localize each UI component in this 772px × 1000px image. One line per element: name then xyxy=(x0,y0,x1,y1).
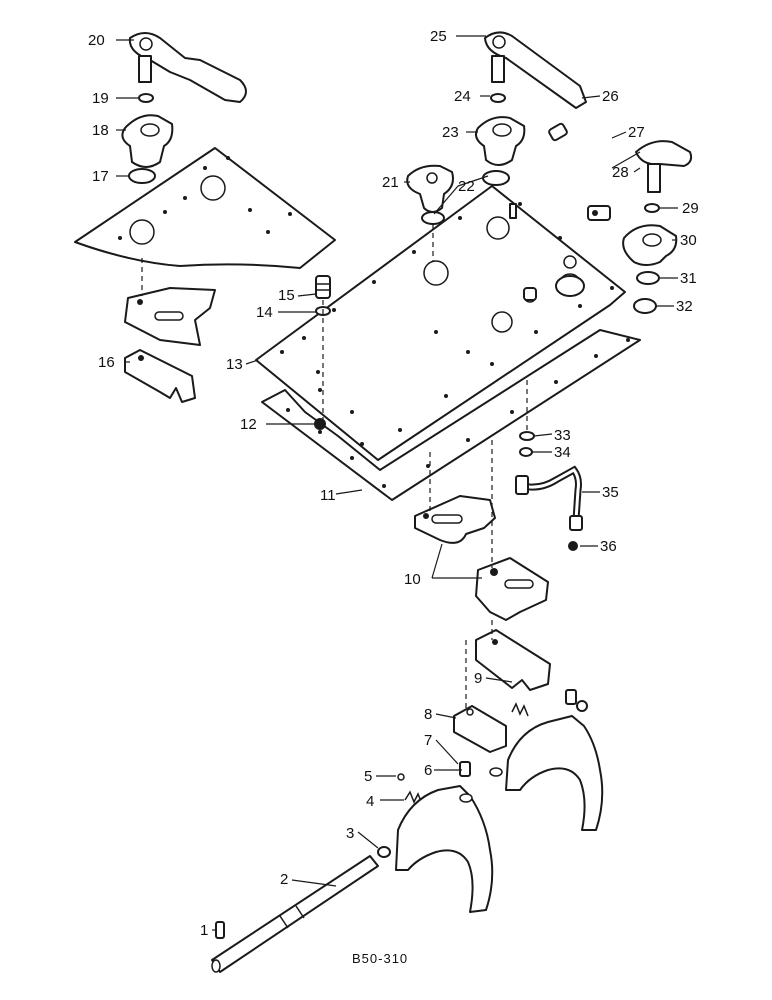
callout-26: 26 xyxy=(602,88,619,105)
callout-16: 16 xyxy=(98,354,115,371)
callout-28: 28 xyxy=(612,164,629,181)
gasket-11 xyxy=(261,329,641,501)
callout-29: 29 xyxy=(682,200,699,217)
washer-33 xyxy=(519,431,535,441)
callout-6: 6 xyxy=(424,762,432,779)
callout-14: 14 xyxy=(256,304,273,321)
shift-fork-left xyxy=(395,785,494,913)
partial-cover-plate xyxy=(74,147,336,269)
shift-fork-right xyxy=(489,700,604,831)
lever-25 xyxy=(484,31,587,109)
callout-20: 20 xyxy=(88,32,105,49)
callout-1: 1 xyxy=(200,922,208,939)
dowel-pin xyxy=(509,203,517,219)
callout-19: 19 xyxy=(92,90,109,107)
callout-30: 30 xyxy=(680,232,697,249)
leader-lines xyxy=(116,35,678,931)
callout-12: 12 xyxy=(240,416,257,433)
callout-34: 34 xyxy=(554,444,571,461)
washer-29 xyxy=(644,203,660,213)
washer-34 xyxy=(519,447,533,457)
roll-pin-1 xyxy=(215,921,225,939)
washer-19 xyxy=(138,93,154,103)
pin-6 xyxy=(459,761,471,777)
pipe-35 xyxy=(515,465,583,531)
o-ring-22-right xyxy=(482,170,510,186)
callout-11: 11 xyxy=(320,487,336,504)
plug-12 xyxy=(314,418,326,430)
ball-5 xyxy=(397,773,405,781)
housing-23 xyxy=(475,116,526,166)
callout-24: 24 xyxy=(454,88,471,105)
callout-13: 13 xyxy=(226,356,243,373)
callout-2: 2 xyxy=(280,871,288,888)
callout-31: 31 xyxy=(680,270,697,287)
callout-32: 32 xyxy=(676,298,693,315)
callout-labels: 1 2 3 4 5 6 7 8 9 10 11 12 13 14 15 16 1… xyxy=(88,28,699,966)
lever-20 xyxy=(128,32,247,103)
callout-9: 9 xyxy=(474,670,482,687)
callout-10: 10 xyxy=(404,571,421,588)
callout-22: 22 xyxy=(458,178,475,195)
seal-ring xyxy=(555,275,585,297)
bracket-16-upper xyxy=(124,287,216,346)
bracket-10-lower xyxy=(475,557,549,621)
callout-5: 5 xyxy=(364,768,372,785)
o-ring-22-left xyxy=(421,211,445,225)
callout-7: 7 xyxy=(424,732,432,749)
callout-17: 17 xyxy=(92,168,109,185)
callout-35: 35 xyxy=(602,484,619,501)
callout-36: 36 xyxy=(600,538,617,555)
plug-small xyxy=(523,287,537,301)
callout-18: 18 xyxy=(92,122,109,139)
o-ring-31 xyxy=(636,271,660,285)
bracket-10-upper xyxy=(414,495,496,544)
bracket-16-lower xyxy=(124,349,196,403)
washer-3 xyxy=(377,846,391,858)
callout-27: 27 xyxy=(628,124,645,141)
housing-18 xyxy=(121,114,174,168)
tube-clip xyxy=(587,205,611,221)
callout-15: 15 xyxy=(278,287,295,304)
callout-21: 21 xyxy=(382,174,399,191)
housing-21 xyxy=(406,164,454,213)
spring-upper xyxy=(511,702,529,717)
housing-30 xyxy=(622,224,678,266)
callout-33: 33 xyxy=(554,427,571,444)
nut-36 xyxy=(568,541,578,551)
shift-shaft-2 xyxy=(211,855,379,973)
fitting-26 xyxy=(548,122,568,142)
plate-9 xyxy=(475,629,551,691)
callout-25: 25 xyxy=(430,28,447,45)
breather-15 xyxy=(315,275,331,299)
plate-8 xyxy=(453,705,507,753)
callout-3: 3 xyxy=(346,825,354,842)
figure-reference: B50-310 xyxy=(352,951,408,966)
callout-23: 23 xyxy=(442,124,459,141)
o-ring-17 xyxy=(128,168,156,184)
callout-4: 4 xyxy=(366,793,374,810)
pin-right xyxy=(565,689,577,705)
o-ring-32 xyxy=(633,298,657,314)
washer-24 xyxy=(490,93,506,103)
tube-27 xyxy=(559,130,606,211)
callout-8: 8 xyxy=(424,706,432,723)
lever-28 xyxy=(635,140,693,193)
